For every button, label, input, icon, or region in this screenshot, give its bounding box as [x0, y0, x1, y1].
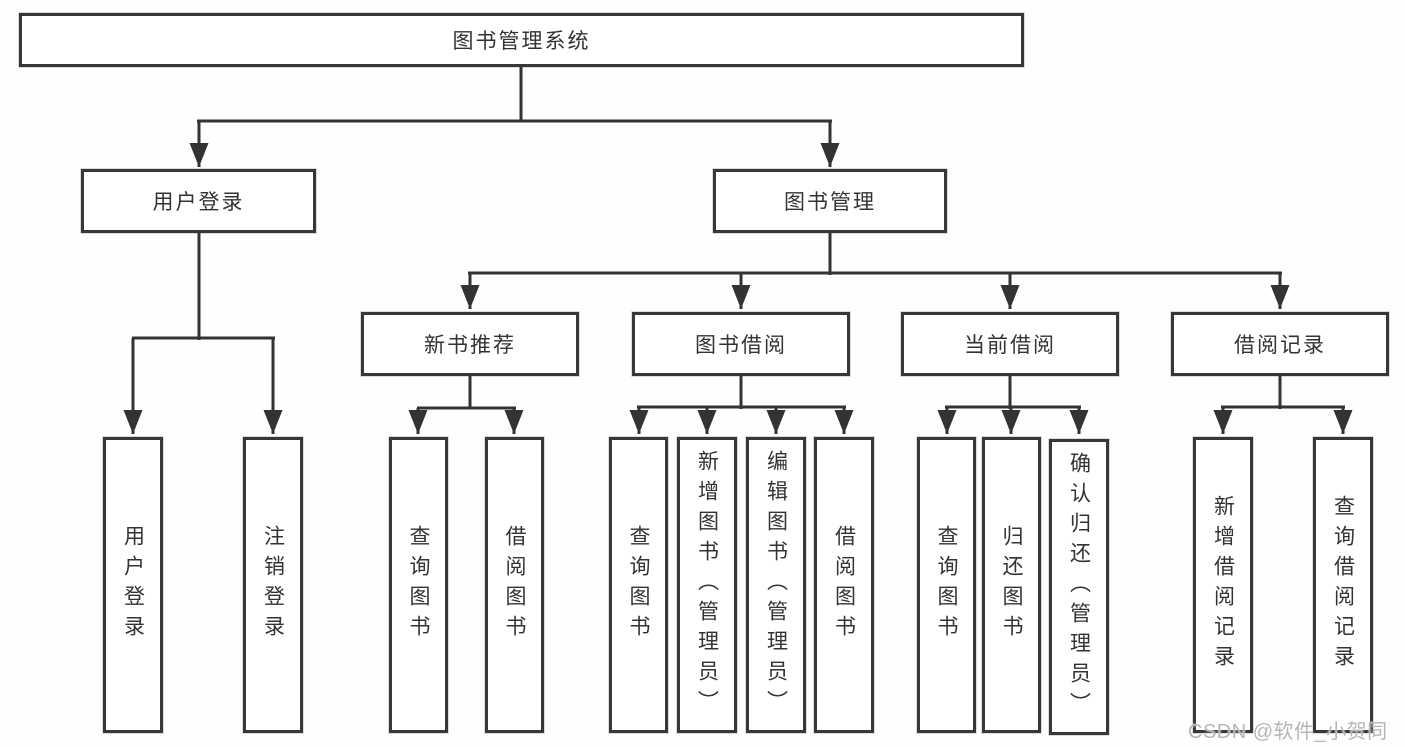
- leaf-confirm-return-admin-label: 确认归还（管理员）: [1067, 452, 1091, 722]
- node-new-book-recommendation-label: 新书推荐: [424, 334, 516, 357]
- leaf-query-borrow-record: 查询借阅记录: [1313, 437, 1373, 733]
- node-user-login: 用户登录: [81, 169, 316, 233]
- leaf-return-book: 归还图书: [982, 437, 1041, 733]
- leaf-add-borrow-record: 新增借阅记录: [1193, 437, 1253, 733]
- leaf-borrow-book-2: 借阅图书: [814, 437, 874, 733]
- node-new-book-recommendation: 新书推荐: [361, 312, 579, 376]
- leaf-edit-book-admin-label: 编辑图书（管理员）: [764, 450, 788, 720]
- leaf-borrow-book-1: 借阅图书: [485, 437, 544, 733]
- leaf-query-book-3-label: 查询图书: [935, 525, 958, 645]
- leaf-query-book-1: 查询图书: [389, 437, 448, 733]
- leaf-borrow-book-2-label: 借阅图书: [832, 525, 856, 645]
- leaf-query-book-2: 查询图书: [609, 437, 668, 733]
- leaf-add-book-admin-label: 新增图书（管理员）: [695, 450, 719, 720]
- node-book-management-label: 图书管理: [784, 191, 876, 214]
- leaf-user-login: 用户登录: [103, 437, 163, 733]
- leaf-logout-label: 注销登录: [261, 525, 285, 645]
- node-book-borrowing: 图书借阅: [632, 312, 850, 376]
- leaf-confirm-return-admin: 确认归还（管理员）: [1049, 439, 1109, 735]
- node-book-management: 图书管理: [713, 169, 947, 233]
- csdn-watermark: CSDN @软件_小贺同学: [1188, 721, 1388, 743]
- leaf-edit-book-admin: 编辑图书（管理员）: [746, 437, 806, 733]
- leaf-user-login-label: 用户登录: [121, 525, 145, 645]
- leaf-add-book-admin: 新增图书（管理员）: [677, 437, 737, 733]
- node-user-login-label: 用户登录: [152, 191, 245, 214]
- leaf-borrow-book-1-label: 借阅图书: [503, 525, 526, 645]
- leaf-query-book-3: 查询图书: [917, 437, 976, 733]
- node-borrowing-records: 借阅记录: [1171, 312, 1389, 376]
- leaf-add-borrow-record-label: 新增借阅记录: [1211, 495, 1235, 675]
- node-root: 图书管理系统: [19, 13, 1024, 67]
- leaf-return-book-label: 归还图书: [1000, 525, 1023, 645]
- leaf-query-book-2-label: 查询图书: [627, 525, 650, 645]
- node-book-borrowing-label: 图书借阅: [695, 334, 787, 357]
- node-current-borrowing: 当前借阅: [901, 312, 1119, 376]
- node-current-borrowing-label: 当前借阅: [964, 334, 1056, 357]
- leaf-logout: 注销登录: [243, 437, 303, 733]
- node-root-label: 图书管理系统: [452, 30, 591, 53]
- node-borrowing-records-label: 借阅记录: [1234, 334, 1326, 357]
- leaf-query-book-1-label: 查询图书: [407, 525, 430, 645]
- leaf-query-borrow-record-label: 查询借阅记录: [1331, 495, 1355, 675]
